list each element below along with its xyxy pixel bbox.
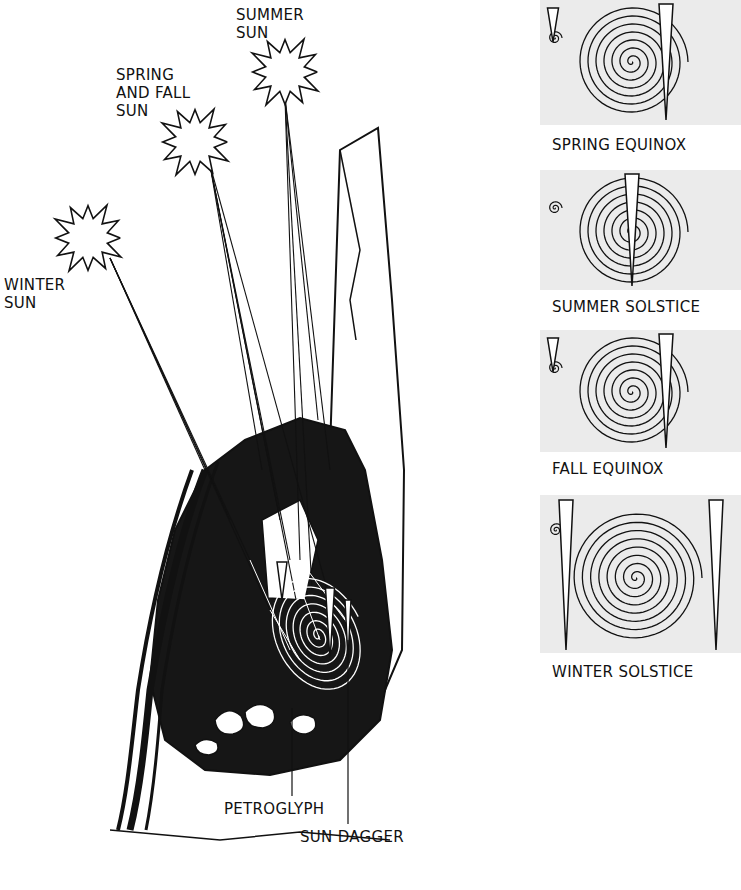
sun-label: SPRING AND FALL SUN: [116, 66, 196, 120]
sun-dagger: [326, 588, 335, 660]
sun-dagger: [709, 500, 723, 650]
sun-symbol: [162, 109, 228, 175]
sun-ray: [210, 165, 300, 620]
light-dagger: [277, 562, 287, 600]
sun-ray: [110, 258, 270, 610]
sun-label: WINTER SUN: [4, 276, 66, 312]
spring-panel: [540, 0, 741, 125]
summer-panel: [540, 170, 741, 290]
part-label: PETROGLYPH: [224, 800, 354, 818]
leader-line: [291, 708, 292, 796]
part-label: SUN DAGGER: [300, 828, 430, 846]
panel-caption: SPRING EQUINOX: [552, 136, 737, 154]
light-dagger: [548, 8, 559, 42]
sun-ray: [210, 165, 262, 470]
sun-dagger: [559, 500, 573, 650]
spiral-petroglyph: [574, 514, 702, 638]
sun-ray: [285, 98, 312, 590]
rock: [215, 711, 244, 734]
panel-caption: SUMMER SOLSTICE: [552, 298, 737, 316]
sun-symbol: [252, 39, 318, 105]
sun-ray: [250, 560, 290, 650]
leader-line: [347, 640, 348, 824]
rock-band: [146, 462, 218, 830]
small-spiral: [550, 202, 562, 213]
fall-panel: [540, 330, 741, 452]
panel-caption: WINTER SOLSTICE: [552, 663, 737, 681]
sun-dagger: [625, 174, 639, 286]
sun-ray: [290, 560, 320, 640]
slab-crack: [340, 150, 360, 340]
rock: [290, 715, 316, 734]
sun-dagger: [659, 334, 673, 448]
rock: [195, 739, 218, 755]
sun-ray: [210, 165, 330, 600]
sun-ray: [285, 98, 330, 470]
sun-symbol: [55, 205, 121, 271]
sun-label: SUMMER SUN: [236, 6, 308, 42]
petroglyph-spiral: [272, 579, 360, 690]
panel-caption: FALL EQUINOX: [552, 460, 737, 478]
light-dagger: [548, 338, 559, 372]
winter-panel: [540, 495, 741, 653]
sun-dagger: [659, 4, 673, 120]
rock: [245, 704, 275, 728]
